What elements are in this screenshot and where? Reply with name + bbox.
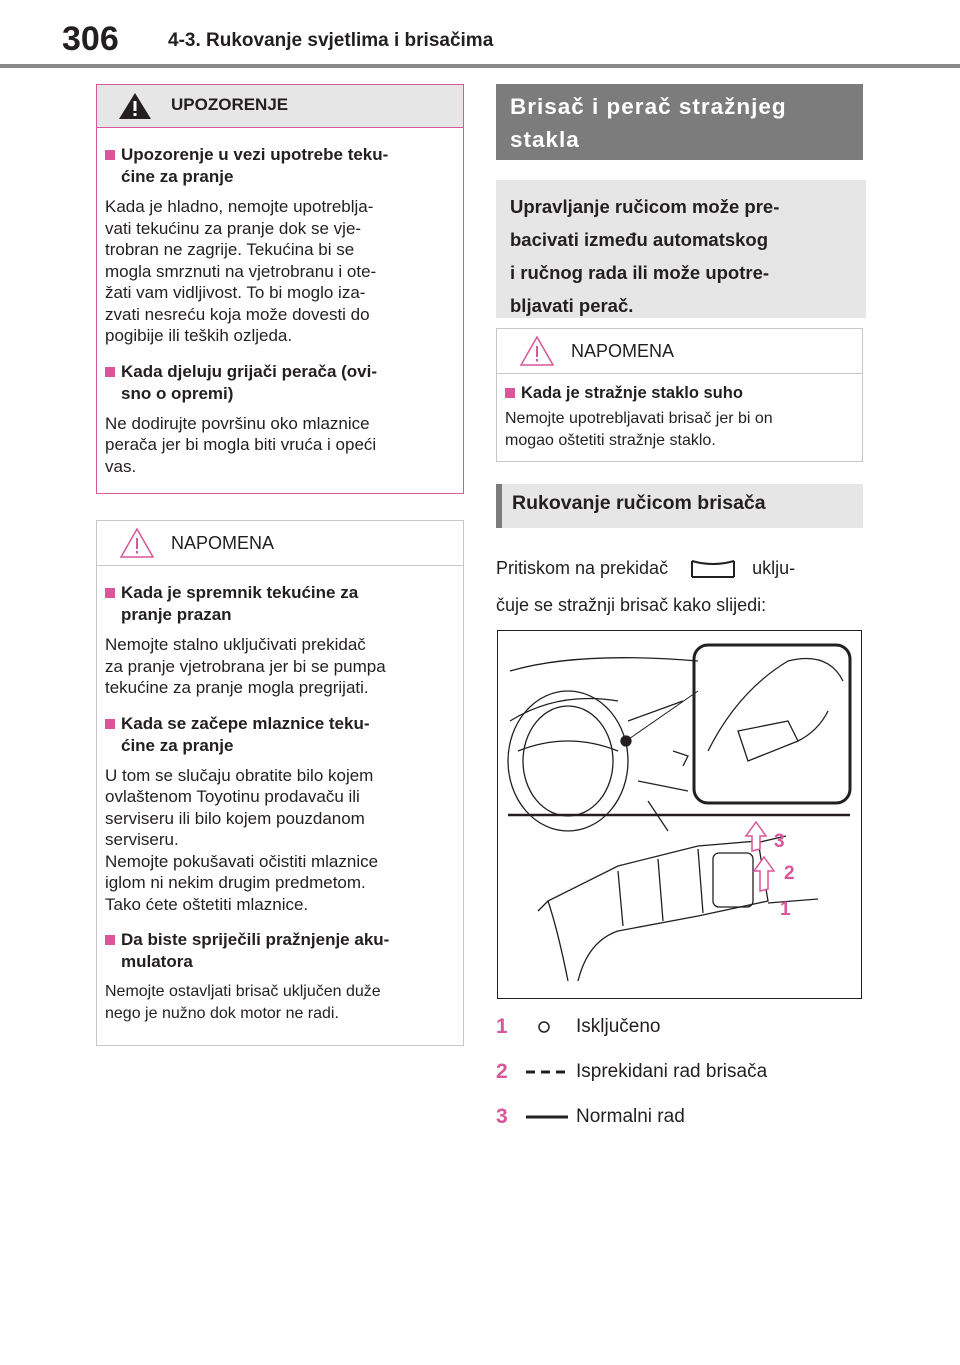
warning-title: UPOZORENJE xyxy=(171,95,289,114)
warning-paragraph: Ne dodirujte površinu oko mlaznice perač… xyxy=(105,413,377,476)
note-header: NAPOMENA xyxy=(97,521,463,566)
bullet-square-icon xyxy=(505,388,515,398)
note-paragraph: Nemojte ostavljati brisač uključen duže … xyxy=(105,983,381,1022)
figure-label-3: 3 xyxy=(774,831,785,852)
legend-item: 2 Isprekidani rad brisača xyxy=(496,1060,768,1083)
warning-header: UPOZORENJE xyxy=(97,85,463,128)
warning-subheading: Kada djeluju grijači perača (ovi- sno o … xyxy=(105,361,453,405)
page-number: 306 xyxy=(62,20,119,58)
note-subheading: Kada je stražnje staklo suho xyxy=(505,382,854,404)
note-title: NAPOMENA xyxy=(171,533,275,553)
note-title: NAPOMENA xyxy=(571,341,675,361)
intro-text: Upravljanje ručicom može pre- bacivati i… xyxy=(496,180,866,318)
bullet-square-icon xyxy=(105,150,115,160)
caution-icon xyxy=(119,527,155,558)
note-paragraph: U tom se slučaju obratite bilo kojem ovl… xyxy=(105,765,379,914)
note-paragraph: Nemojte upotrebljavati brisač jer bi on … xyxy=(505,410,773,449)
dashed-line-icon xyxy=(526,1070,568,1074)
legend-item: 3 Normalni rad xyxy=(496,1105,685,1128)
note-header: NAPOMENA xyxy=(497,329,862,374)
section-title: Brisač i perač stražnjeg stakla xyxy=(496,84,863,160)
bullet-square-icon xyxy=(105,935,115,945)
rear-wiper-switch-icon xyxy=(691,559,736,578)
page-header: 306 4-3. Rukovanje svjetlima i brisačima xyxy=(0,0,960,70)
note-box-right: NAPOMENA Kada je stražnje staklo suho Ne… xyxy=(496,328,863,462)
figure-label-2: 2 xyxy=(784,863,795,884)
figure-label-1: 1 xyxy=(780,899,791,920)
note-box-left: NAPOMENA Kada je spremnik tekućine za pr… xyxy=(96,520,464,1046)
warning-icon xyxy=(119,93,151,119)
bullet-square-icon xyxy=(105,588,115,598)
legend-item: 1 Isključeno xyxy=(496,1015,661,1038)
note-subheading: Da biste spriječili pražnjenje aku- mula… xyxy=(105,929,453,973)
wiper-lever-figure: 3 2 1 xyxy=(497,630,862,999)
header-divider xyxy=(0,64,960,68)
section-header: 4-3. Rukovanje svjetlima i brisačima xyxy=(168,30,494,51)
body-text: Pritiskom na prekidač uklju- čuje se str… xyxy=(496,558,796,615)
note-paragraph: Nemojte stalno uključivati prekidač za p… xyxy=(105,635,386,697)
warning-paragraph: Kada je hladno, nemojte upotreblja- vati… xyxy=(105,197,377,345)
solid-line-icon xyxy=(526,1115,568,1119)
bullet-square-icon xyxy=(105,366,115,377)
note-subheading: Kada je spremnik tekućine za pranje praz… xyxy=(105,582,453,626)
wiper-lever-illustration: 3 2 1 xyxy=(507,643,852,982)
warning-box: UPOZORENJE Upozorenje u vezi upotrebe te… xyxy=(96,84,464,494)
note-subheading: Kada se začepe mlaznice teku- ćine za pr… xyxy=(105,713,453,757)
warning-subheading: Upozorenje u vezi upotrebe teku- ćine za… xyxy=(105,144,453,188)
off-circle-icon xyxy=(538,1021,550,1033)
operation-title: Rukovanje ručicom brisača xyxy=(496,484,863,528)
caution-icon xyxy=(519,335,555,366)
bullet-square-icon xyxy=(105,718,115,729)
